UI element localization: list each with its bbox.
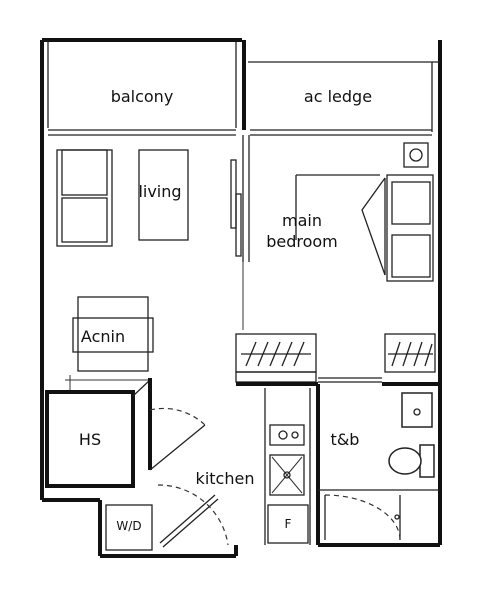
- label-balcony: balcony: [111, 87, 174, 106]
- label-bedroom: bedroom: [266, 232, 338, 251]
- bedroom-partition: [230, 135, 250, 330]
- balcony-edges: [47, 42, 433, 136]
- household-shelter: [45, 378, 206, 488]
- washer-dryer: [105, 504, 153, 551]
- bedroom-furniture: [295, 142, 434, 282]
- dining-furniture: [65, 296, 154, 392]
- label-ac-ledge: ac ledge: [304, 87, 372, 106]
- label-kitchen: kitchen: [196, 469, 255, 488]
- label-fridge: F: [285, 517, 292, 531]
- label-living: living: [138, 182, 181, 201]
- label-hs: HS: [79, 430, 101, 449]
- label-washer-dryer: W/D: [116, 519, 141, 533]
- label-bathroom: t&b: [331, 430, 360, 449]
- kitchen-fixtures: [157, 388, 311, 548]
- walls: [40, 38, 442, 558]
- label-main: main: [282, 211, 322, 230]
- living-furniture: [56, 149, 189, 247]
- label-dining: Acnin: [81, 327, 125, 346]
- bathroom-fixtures: [316, 384, 440, 545]
- wardrobes: [235, 333, 440, 386]
